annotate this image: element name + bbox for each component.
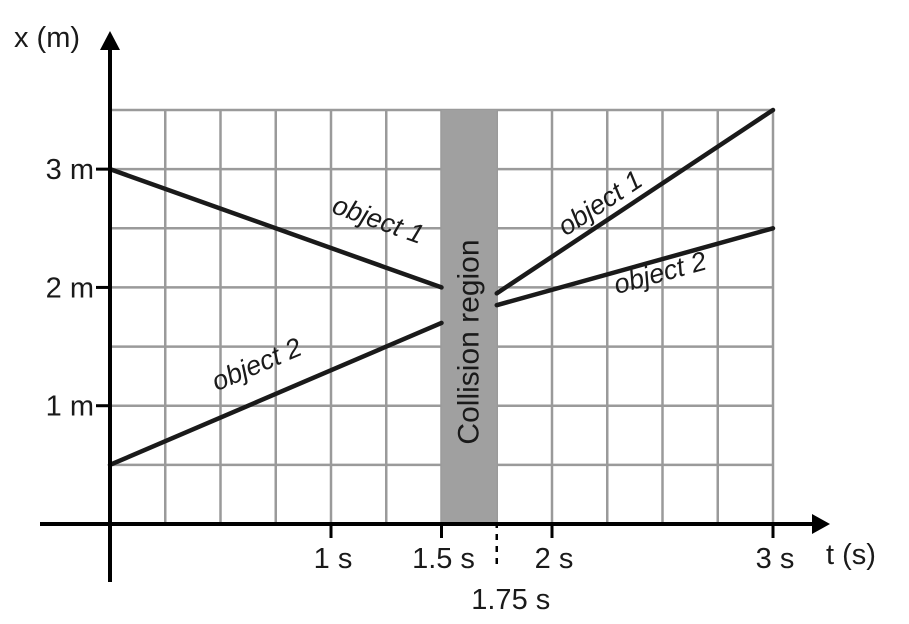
series-lines: [107, 107, 776, 468]
object-2-before-line: [107, 320, 444, 468]
ticks: 1 s 1.5 s 1.75 s 2 s 3 s 1 m 2 m 3 m: [46, 154, 795, 616]
y-tick-label: 3 m: [46, 154, 94, 186]
x-tick-label: 1.75 s: [471, 584, 550, 616]
object-2-after-line: [494, 226, 776, 308]
x-axis-arrow: [812, 514, 830, 534]
y-axis-label: x (m): [14, 22, 80, 54]
object-1-before-line: [107, 166, 444, 290]
x-tick-label: 2 s: [535, 543, 574, 575]
y-tick-label: 2 m: [46, 272, 94, 304]
y-tick-label: 1 m: [46, 391, 94, 423]
x-tick-label: 1.5 s: [412, 543, 475, 575]
x-axis-label: t (s): [826, 539, 876, 571]
x-tick-label: 3 s: [756, 543, 795, 575]
object-1-after-line: [494, 107, 776, 296]
x-tick-label: 1 s: [314, 543, 353, 575]
y-axis-arrow: [100, 31, 120, 50]
collision-region-label: Collision region: [453, 239, 486, 444]
collision-region: [441, 110, 497, 524]
object-2-after-label: object 2: [611, 246, 710, 300]
axes: [40, 31, 830, 582]
object-1-before-label: object 1: [329, 190, 428, 250]
